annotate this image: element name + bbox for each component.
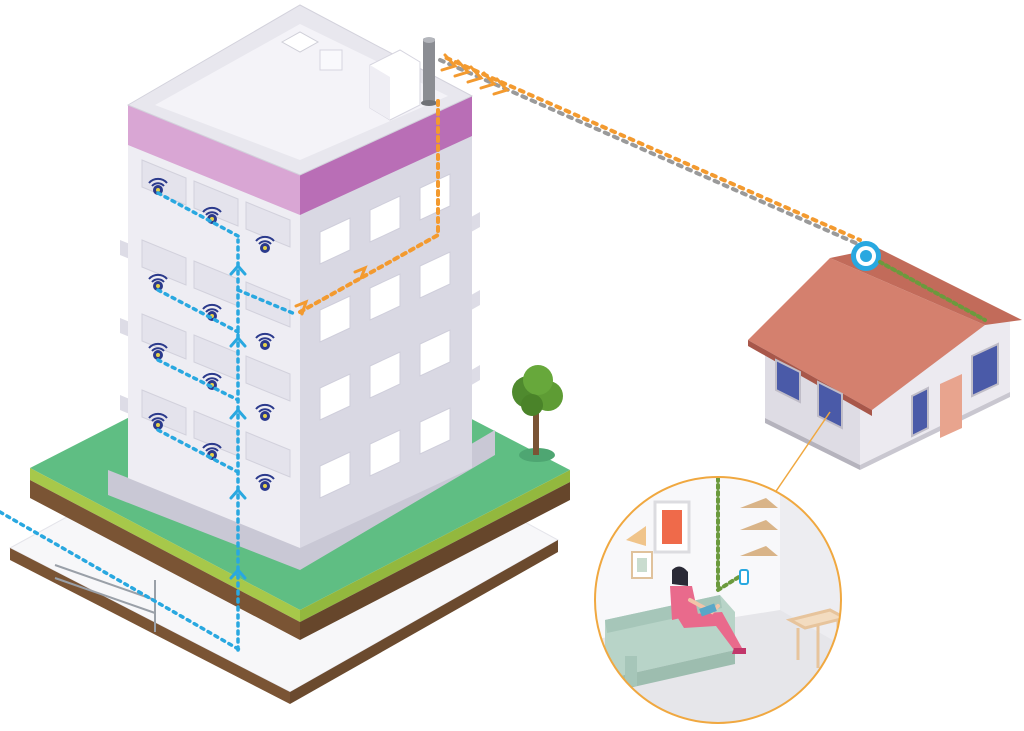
tree-icon xyxy=(512,365,563,462)
antenna-icon xyxy=(421,37,437,106)
left-face-windows xyxy=(141,159,291,478)
roof-inner xyxy=(155,24,448,160)
callout-ring xyxy=(594,476,842,724)
fiber-underground-feed xyxy=(0,510,242,652)
house-door xyxy=(940,374,962,438)
wireless-link xyxy=(298,54,862,314)
fiber-floor-2-b xyxy=(236,288,297,316)
grass-edge-right xyxy=(300,470,570,622)
wall-outlet xyxy=(739,569,749,585)
apartment-building xyxy=(108,4,495,570)
internal-uplink xyxy=(298,98,440,314)
wall-shelves xyxy=(740,498,778,556)
wifi-icon xyxy=(148,342,168,360)
wall-frames xyxy=(626,500,691,579)
ground-base-side-right xyxy=(290,540,558,704)
underground-conduit xyxy=(54,564,156,632)
soil-left xyxy=(30,480,300,640)
indoor-cable xyxy=(716,477,744,594)
wifi-icon xyxy=(148,412,168,430)
fiber-floor-4 xyxy=(156,428,240,474)
fiber-floor-1 xyxy=(156,191,240,238)
roof-band-left xyxy=(128,105,300,215)
interior-callout xyxy=(594,476,842,724)
wifi-icon xyxy=(255,403,275,421)
roof-structures xyxy=(280,31,421,121)
fiber-floor-2 xyxy=(156,288,240,334)
right-face-windows xyxy=(319,173,451,499)
side-table xyxy=(785,608,841,668)
house xyxy=(748,241,1022,470)
fiber-network xyxy=(0,191,297,652)
wireless-beam-orange xyxy=(440,54,862,242)
receiver-dish-icon xyxy=(851,241,881,271)
wireless-arrows xyxy=(294,53,510,316)
wifi-icon xyxy=(148,273,168,291)
house-side-wall xyxy=(860,316,1010,465)
callout-connector xyxy=(769,411,831,501)
house-windows xyxy=(775,342,999,438)
wifi-icon xyxy=(255,473,275,491)
wifi-icon xyxy=(255,332,275,350)
grass-edge-left xyxy=(30,468,300,622)
roof-band-right xyxy=(300,96,472,215)
wireless-beam-gray xyxy=(438,58,860,246)
fiber-floor-3 xyxy=(156,358,240,402)
wifi-icon xyxy=(255,235,275,253)
house-roof-front xyxy=(748,258,985,410)
soil-right xyxy=(300,482,570,640)
person-icon xyxy=(670,566,746,654)
house-roof-cable xyxy=(878,260,987,322)
fiber-riser-arrows xyxy=(229,263,247,580)
